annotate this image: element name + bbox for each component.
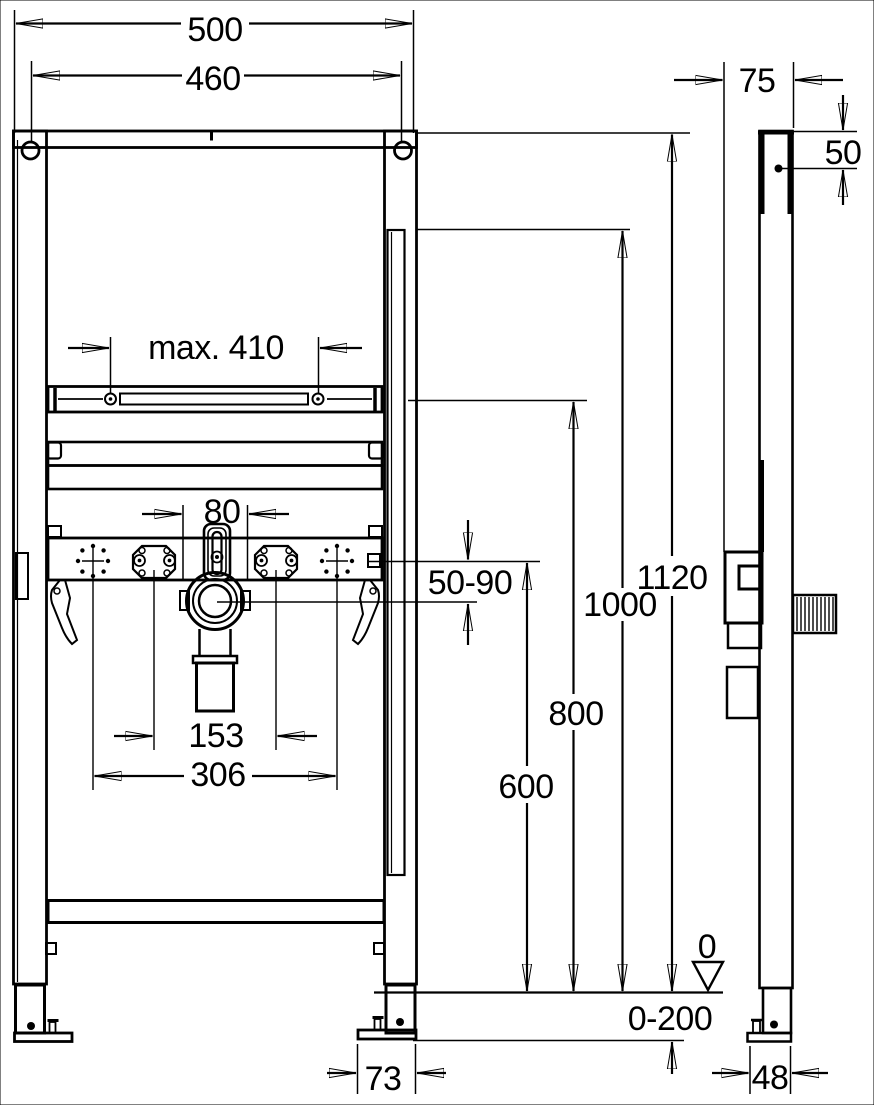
foot-left <box>13 983 74 1043</box>
drain-lug-left <box>179 590 190 611</box>
dim-height-total: 1120 <box>636 135 708 992</box>
dim-label-500: 500 <box>187 11 242 49</box>
dim-label-50: 50 <box>825 134 862 172</box>
dim-label-75: 75 <box>739 62 776 100</box>
dim-label-73: 73 <box>365 1060 402 1098</box>
front-view <box>12 129 418 1043</box>
hanger-hole-left <box>20 140 41 161</box>
crossbar-bolt-left <box>45 441 63 460</box>
washbasin-mounting-rail <box>46 385 384 414</box>
drain-pipe <box>195 661 235 713</box>
band-bolt-left <box>47 525 62 538</box>
dim-label-600: 600 <box>498 768 553 806</box>
dim-label-1000: 1000 <box>583 586 657 624</box>
dim-label-80: 80 <box>204 493 241 531</box>
side-foot <box>746 986 793 1043</box>
dim-offset-full: 306 <box>92 548 338 794</box>
dim-label-50-90: 50-90 <box>428 564 512 602</box>
bottom-rail <box>46 899 386 924</box>
dim-depth: 75 <box>674 62 843 552</box>
dim-label-306: 306 <box>190 756 245 794</box>
dim-trap-range: 50-90 <box>428 520 513 645</box>
dim-label-1120: 1120 <box>636 559 707 597</box>
dimensions: 500 460 max. 410 80 <box>13 10 862 1098</box>
dim-floor-range: 0-200 0 <box>628 928 717 1074</box>
dim-foot-width: 73 <box>327 1044 446 1098</box>
drain-assembly <box>179 571 251 713</box>
frame-left-column <box>12 129 57 986</box>
foot-right <box>356 983 418 1041</box>
dim-label-153: 153 <box>188 717 243 755</box>
measuring-tape-strip <box>386 228 406 877</box>
side-threaded-rod <box>791 593 838 635</box>
datum-triangle <box>690 960 726 993</box>
dim-label-460: 460 <box>185 60 240 98</box>
crossbars <box>45 440 385 491</box>
dim-hole-offset: 50 <box>780 95 862 205</box>
dim-label-max410: max. 410 <box>148 329 284 367</box>
dim-anchor-spacing: 460 <box>30 60 403 143</box>
dim-height-anchor: 1000 <box>583 231 657 991</box>
frame-top-rail <box>12 129 418 161</box>
drain-coupling <box>185 571 245 631</box>
dim-label-0: 0 <box>698 928 716 966</box>
side-mount-boxes <box>723 550 764 720</box>
dim-overall-width: 500 <box>13 10 415 133</box>
dim-rail-max: max. 410 <box>68 329 362 394</box>
dim-label-800: 800 <box>548 695 603 733</box>
side-view <box>723 129 838 1043</box>
dim-offset-half: 153 <box>114 570 317 755</box>
dim-height-drain: 600 <box>498 563 554 991</box>
dim-side-foot: 48 <box>712 1046 828 1097</box>
hanger-hole-right <box>393 140 413 161</box>
reference-lines <box>217 132 726 1042</box>
frame-right-column <box>367 129 418 986</box>
drain-lug-right <box>240 590 251 611</box>
dim-tap-spacing: 80 <box>142 493 289 580</box>
band-bolt-right <box>368 525 383 538</box>
dim-height-rail: 800 <box>548 402 604 991</box>
side-anchor-hole <box>774 164 783 173</box>
dim-label-0-200: 0-200 <box>628 1000 712 1038</box>
dim-label-48: 48 <box>752 1059 789 1097</box>
crossbar-bolt-right <box>367 441 385 460</box>
